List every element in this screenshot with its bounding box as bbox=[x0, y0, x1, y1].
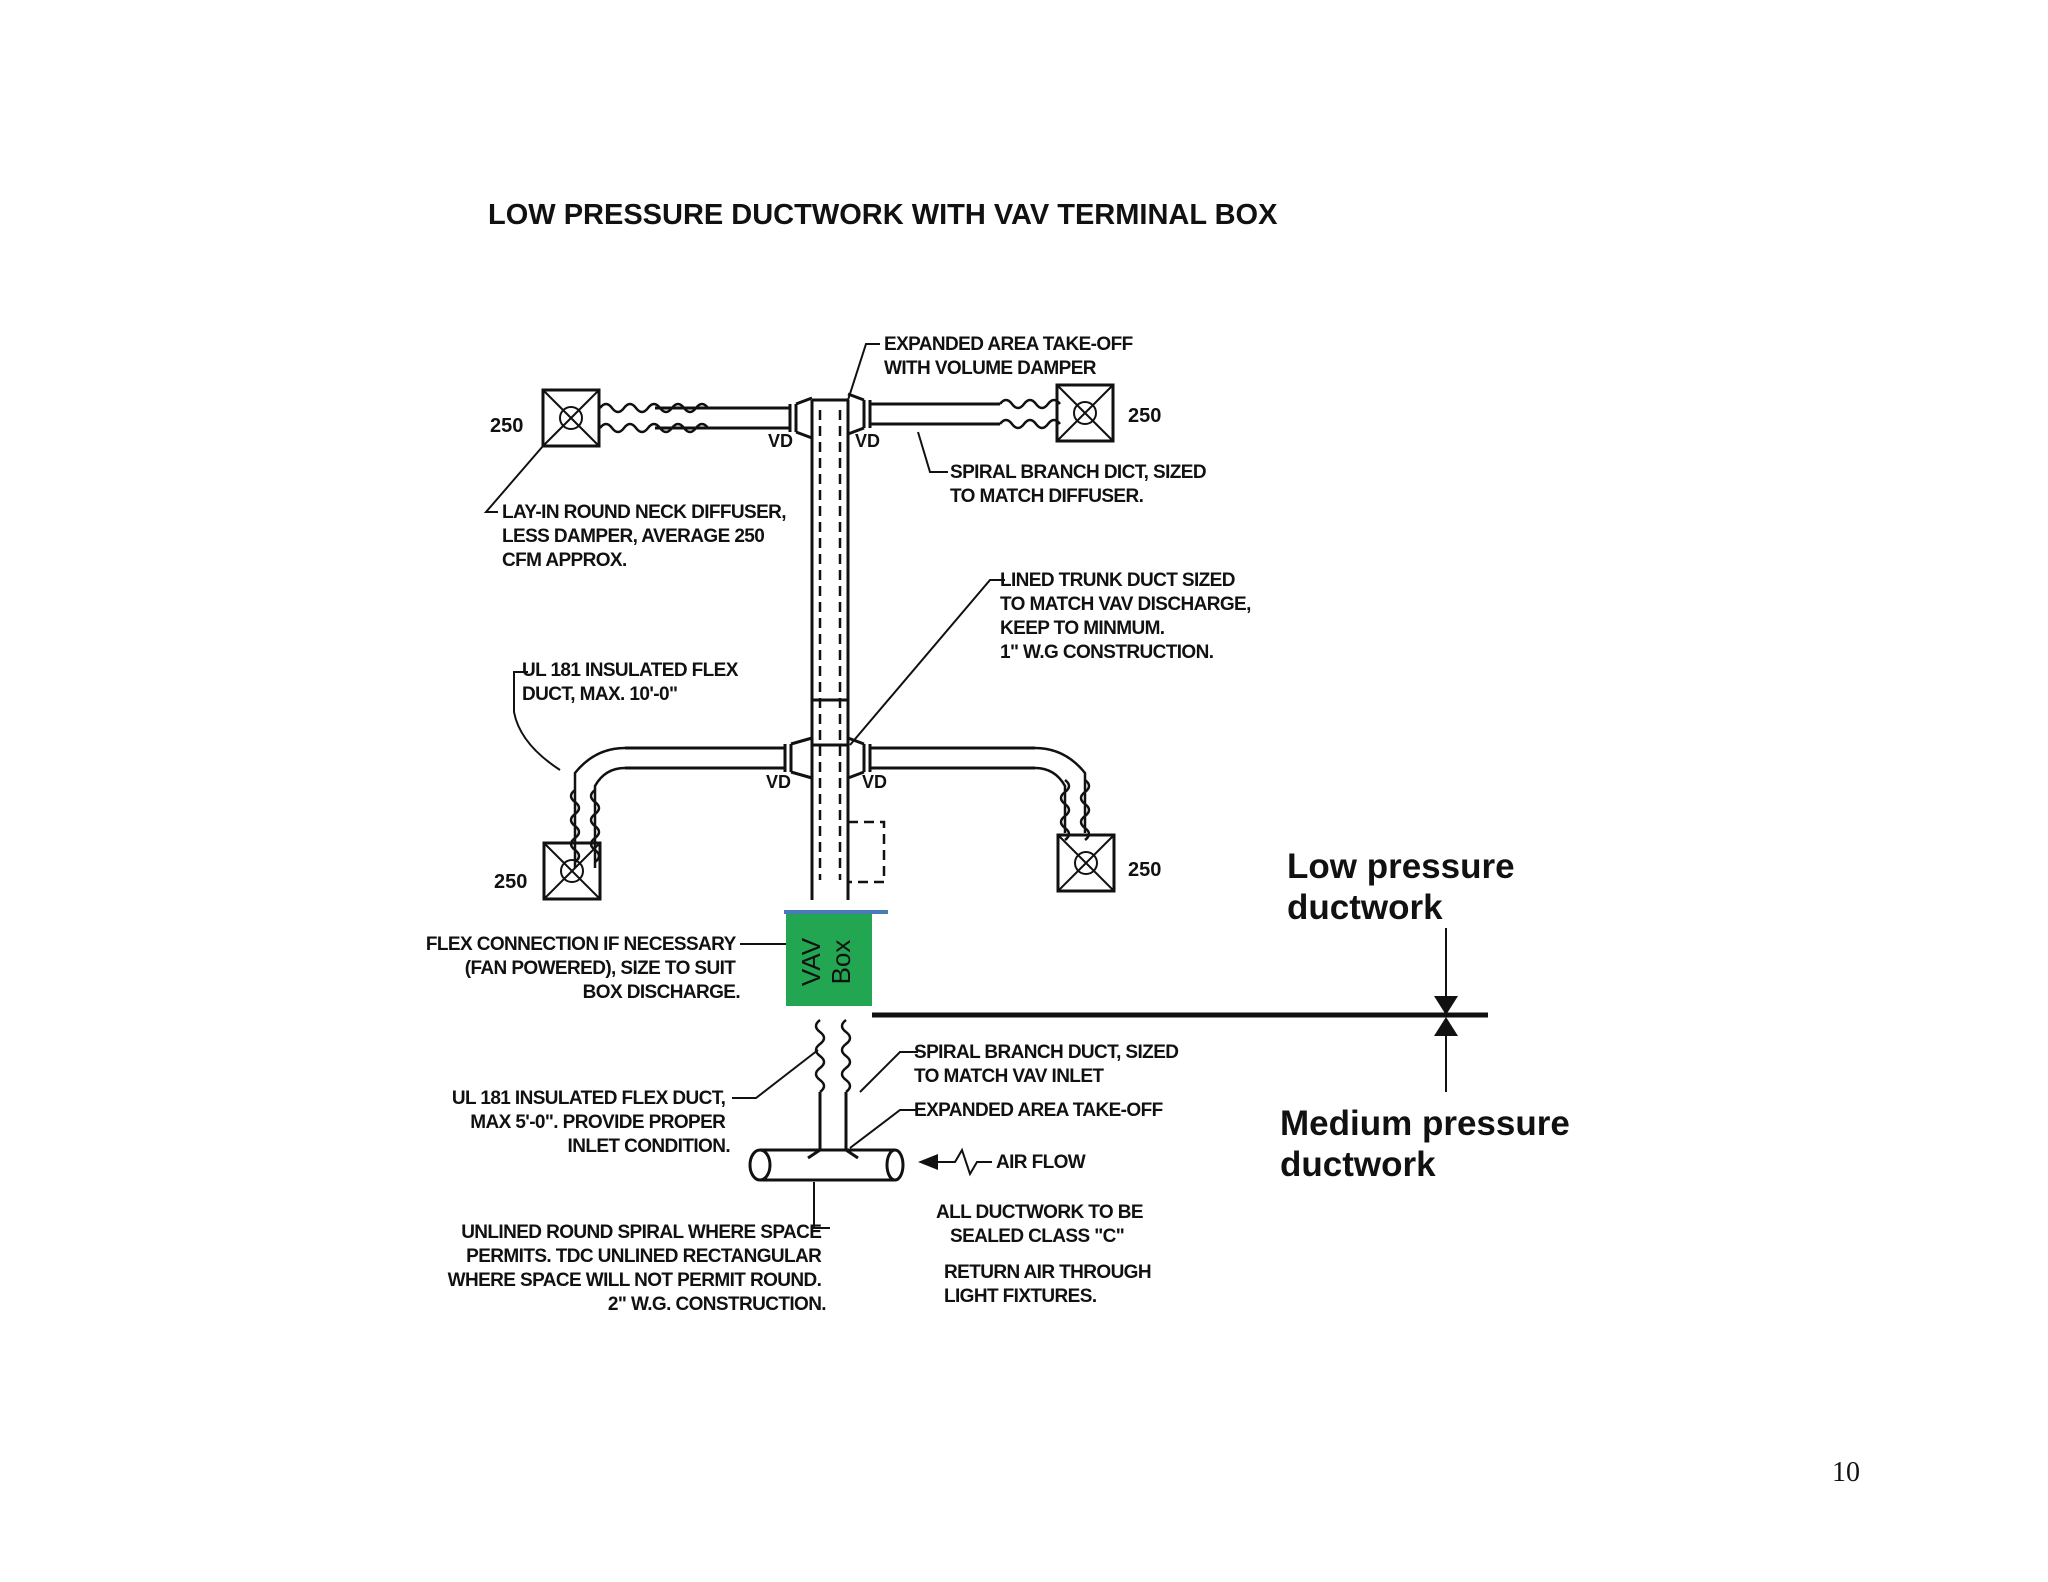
diffuser-bottom-left bbox=[542, 841, 602, 901]
cfm-top-left: 250 bbox=[490, 415, 523, 437]
note-expanded-takeoff-damper: EXPANDED AREA TAKE-OFF WITH VOLUME DAMPE… bbox=[884, 334, 1137, 379]
note-ul181-flex-top: UL 181 INSULATED FLEX DUCT, MAX. 10'-0" bbox=[522, 660, 742, 705]
diagram-title: LOW PRESSURE DUCTWORK WITH VAV TERMINAL … bbox=[488, 199, 1278, 231]
top-right-branch bbox=[847, 383, 1115, 443]
top-left-branch bbox=[541, 388, 813, 448]
vav-box-label-line1: VAV bbox=[796, 937, 826, 986]
vav-box bbox=[786, 914, 872, 1006]
note-air-flow: AIR FLOW bbox=[996, 1152, 1086, 1173]
note-flex-connection: FLEX CONNECTION IF NECESSARY (FAN POWERE… bbox=[426, 934, 740, 1003]
cfm-bottom-right: 250 bbox=[1128, 859, 1161, 881]
medium-pressure-label: Medium pressure ductwork bbox=[1280, 1104, 1580, 1184]
note-spiral-branch-inlet: SPIRAL BRANCH DUCT, SIZED TO MATCH VAV I… bbox=[914, 1042, 1183, 1087]
inlet-duct bbox=[748, 1019, 992, 1182]
note-lay-in-diffuser: LAY-IN ROUND NECK DIFFUSER, LESS DAMPER,… bbox=[502, 502, 791, 571]
note-ul181-flex-bottom: UL 181 INSULATED FLEX DUCT, MAX 5'-0". P… bbox=[452, 1088, 730, 1157]
vd-top-right: VD bbox=[855, 431, 880, 451]
diffuser-top-left bbox=[541, 388, 601, 448]
note-return-air: RETURN AIR THROUGH LIGHT FIXTURES. bbox=[944, 1262, 1156, 1307]
low-pressure-label: Low pressure ductwork bbox=[1287, 847, 1524, 927]
note-sealed-class: ALL DUCTWORK TO BE SEALED CLASS "C" bbox=[936, 1202, 1148, 1247]
mid-right-branch bbox=[847, 736, 1116, 893]
cfm-bottom-left: 250 bbox=[494, 871, 527, 893]
diffuser-bottom-right bbox=[1056, 833, 1116, 893]
vd-top-left: VD bbox=[768, 431, 793, 451]
trunk-duct bbox=[810, 398, 886, 900]
page-number: 10 bbox=[1832, 1457, 1860, 1488]
note-expanded-takeoff: EXPANDED AREA TAKE-OFF bbox=[914, 1100, 1163, 1121]
leader-lines bbox=[483, 343, 1005, 1229]
vav-box-label-line2: Box bbox=[826, 940, 856, 985]
pressure-arrows bbox=[1434, 928, 1458, 1092]
mid-left-branch bbox=[542, 736, 813, 901]
cfm-top-right: 250 bbox=[1128, 405, 1161, 427]
vd-mid-right: VD bbox=[862, 772, 887, 792]
note-unlined-spiral: UNLINED ROUND SPIRAL WHERE SPACE PERMITS… bbox=[448, 1222, 826, 1315]
diffuser-top-right bbox=[1055, 383, 1115, 443]
note-lined-trunk: LINED TRUNK DUCT SIZED TO MATCH VAV DISC… bbox=[1000, 570, 1256, 663]
vd-mid-left: VD bbox=[766, 772, 791, 792]
note-spiral-branch-diffuser: SPIRAL BRANCH DICT, SIZED TO MATCH DIFFU… bbox=[950, 462, 1211, 507]
